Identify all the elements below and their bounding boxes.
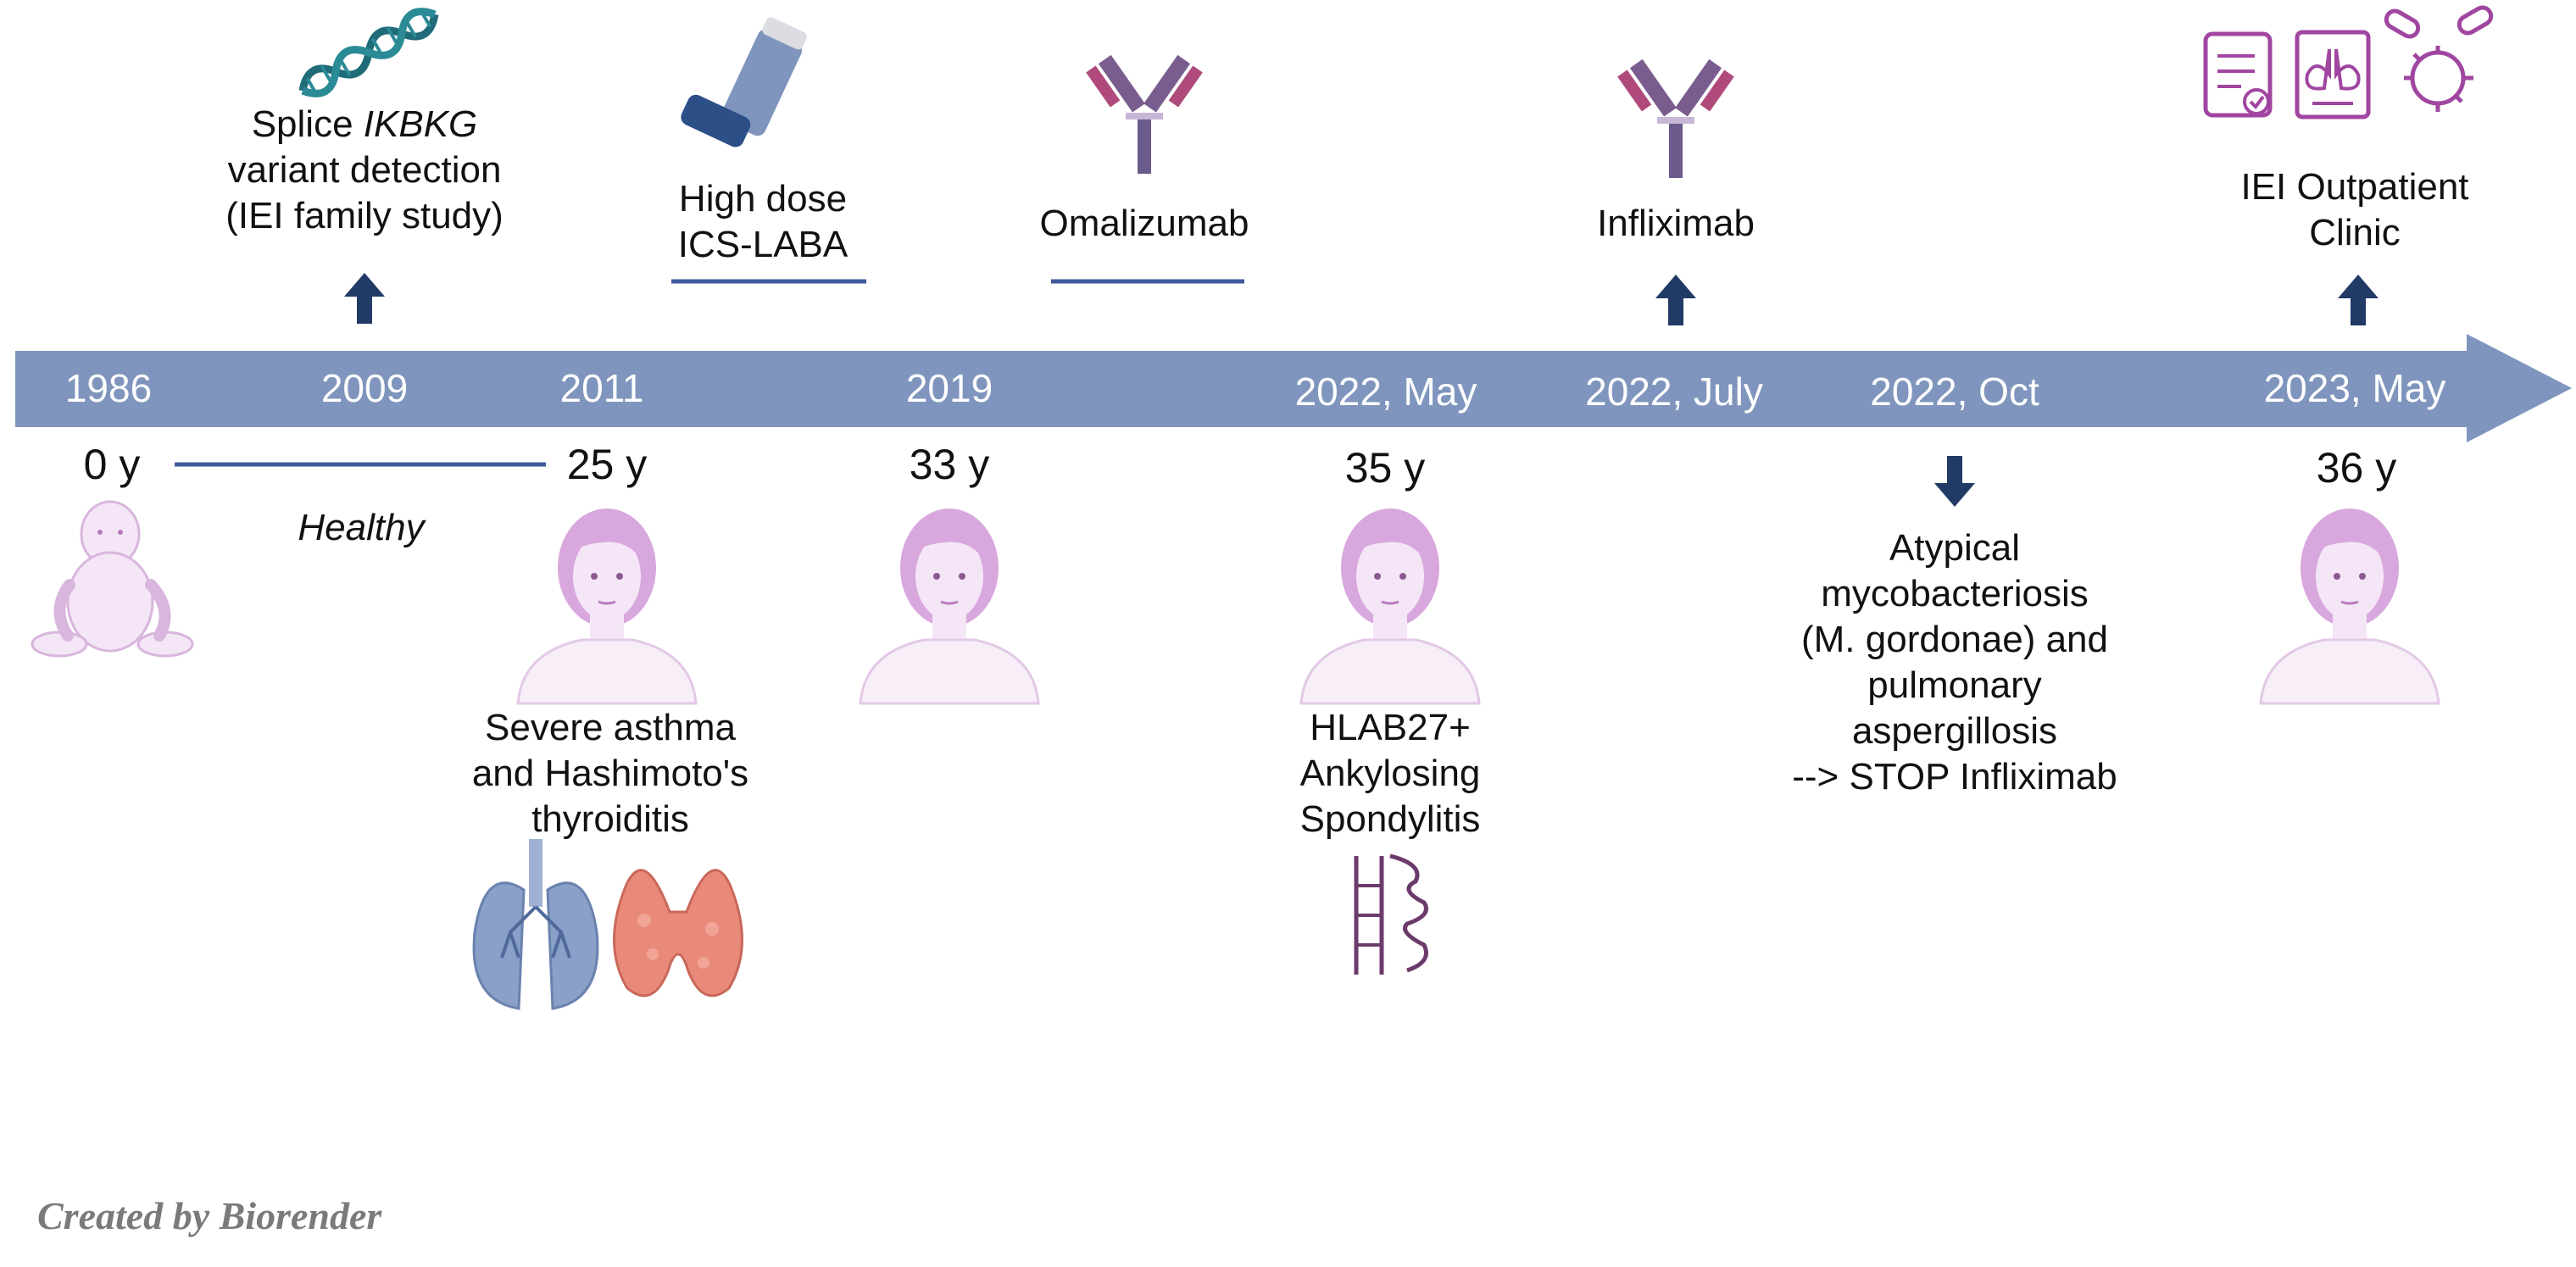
dna-icon	[298, 8, 439, 97]
ics-line2: ICS-LABA	[677, 224, 848, 265]
asthma-line1: Severe asthma	[485, 707, 736, 748]
myco-line1: Atypical	[1889, 527, 2021, 569]
clipboard-icon	[2203, 31, 2273, 118]
hlab-line2: Ankylosing	[1299, 753, 1481, 794]
year-label: 2011	[559, 366, 644, 410]
year-label: 1986	[64, 366, 153, 410]
timeline-bar	[15, 334, 2572, 442]
splice-line2: variant detection	[227, 149, 502, 191]
inhaler-icon	[681, 17, 807, 147]
clinic-line1: IEI Outpatient	[2240, 166, 2469, 208]
year-label: 2019	[905, 366, 993, 410]
healthy-label: Healthy	[298, 507, 425, 548]
arrow-down-icon	[1934, 456, 1975, 507]
thyroid-icon	[613, 869, 743, 997]
year-label: 2022, July	[1585, 370, 1763, 414]
baby-icon	[31, 500, 194, 658]
person-icon	[859, 507, 1040, 705]
person-icon	[516, 507, 698, 705]
person-icon	[2259, 507, 2440, 705]
lung-report-icon	[2295, 30, 2371, 119]
myco-line4: pulmonary	[1867, 664, 2042, 706]
myco-line5: aspergillosis	[1851, 710, 2058, 752]
asthma-line3: thyroiditis	[531, 798, 689, 840]
splice-event-label: Splice IKBKG variant detection (IEI fami…	[153, 102, 576, 239]
year-label: 2022, Oct	[1870, 370, 2039, 414]
arrow-up-icon	[344, 273, 385, 324]
person-icon	[1299, 507, 1481, 705]
ics-line1: High dose	[678, 178, 848, 220]
age-label: 33 y	[909, 441, 990, 488]
age-label: 25 y	[566, 441, 648, 488]
lungs-icon	[472, 839, 599, 1010]
age-label: 36 y	[2316, 444, 2397, 492]
ics-event-label: High dose ICS-LABA	[593, 176, 932, 268]
clinic-line2: Clinic	[2309, 212, 2401, 253]
clinic-event-label: IEI Outpatient Clinic	[2185, 164, 2524, 256]
year-label: 2009	[320, 366, 409, 410]
myco-line3: (M. gordonae) and	[1801, 619, 2108, 660]
age-label: 0 y	[83, 441, 141, 488]
omalizumab-label: Omalizumab	[1039, 203, 1249, 244]
footer-credit: Created by Biorender	[37, 1194, 382, 1237]
hlab-event-label: HLAB27+ Ankylosing Spondylitis	[1221, 705, 1560, 842]
splice-line3: (IEI family study)	[225, 195, 504, 236]
age-label: 35 y	[1344, 444, 1426, 492]
hlab-line3: Spondylitis	[1299, 798, 1481, 840]
virus-pill-icon	[2384, 5, 2494, 112]
antibody-icon	[1617, 58, 1734, 178]
gene-name: IKBKG	[363, 103, 478, 145]
year-label: 2023, May	[2263, 366, 2446, 410]
infliximab-label: Infliximab	[1597, 203, 1755, 244]
year-label: 2022, May	[1294, 370, 1477, 414]
antibody-icon	[1086, 54, 1203, 174]
spine-icon	[1354, 853, 1428, 975]
myco-line6: --> STOP Infliximab	[1792, 756, 2117, 797]
arrow-up-icon	[1655, 275, 1696, 325]
myco-line2: mycobacteriosis	[1821, 573, 2089, 614]
splice-prefix: Splice	[251, 103, 364, 145]
asthma-line2: and Hashimoto's	[471, 753, 749, 794]
asthma-event-label: Severe asthma and Hashimoto's thyroiditi…	[407, 705, 814, 842]
myco-event-label: Atypical mycobacteriosis (M. gordonae) a…	[1734, 525, 2175, 800]
hlab-line1: HLAB27+	[1310, 707, 1471, 748]
arrow-up-icon	[2338, 275, 2378, 325]
